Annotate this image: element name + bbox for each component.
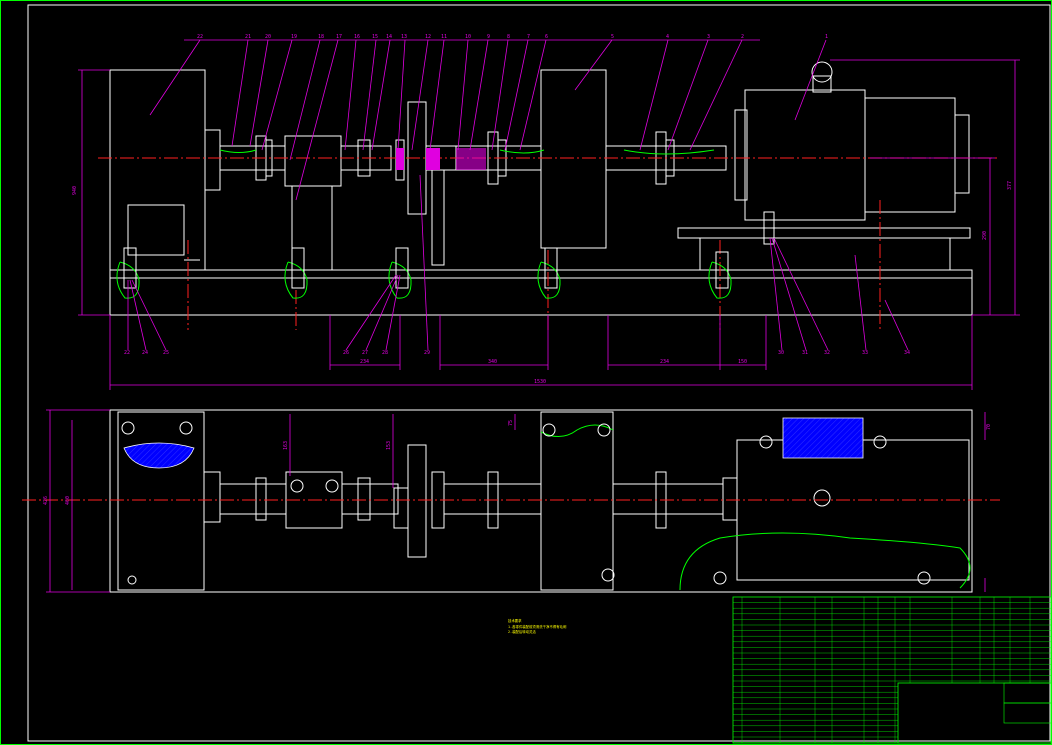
- svg-text:460: 460: [65, 496, 71, 505]
- svg-text:19: 19: [291, 34, 297, 40]
- technical-notes: 技术要求 1.各零件装配前须清洗干净不得有毛刺 2.装配后转动灵活: [508, 618, 567, 634]
- svg-text:153: 153: [386, 441, 392, 450]
- motor: [744, 89, 866, 221]
- svg-text:234: 234: [660, 359, 669, 365]
- svg-text:17: 17: [336, 34, 342, 40]
- svg-text:150: 150: [738, 359, 747, 365]
- svg-text:12: 12: [425, 34, 431, 40]
- parts-list-table: [732, 596, 1052, 744]
- svg-text:426: 426: [43, 496, 49, 505]
- svg-text:1530: 1530: [534, 379, 546, 385]
- svg-text:5: 5: [611, 34, 614, 40]
- svg-text:4: 4: [666, 34, 669, 40]
- leaders-top: [149, 39, 827, 201]
- inner-frame: [27, 4, 1051, 742]
- notes-line-1: 1.各零件装配前须清洗干净不得有毛刺: [508, 624, 567, 629]
- notes-line-2: 2.装配后转动灵活: [508, 629, 536, 634]
- svg-text:24: 24: [142, 350, 148, 356]
- svg-text:20: 20: [265, 34, 271, 40]
- dimension-text-plan: 426 460 163 153 75 70: [43, 420, 992, 505]
- svg-text:9: 9: [487, 34, 490, 40]
- svg-text:28: 28: [382, 350, 388, 356]
- svg-text:21: 21: [245, 34, 251, 40]
- svg-text:3: 3: [707, 34, 710, 40]
- center-housing: [540, 69, 607, 249]
- svg-text:377: 377: [1007, 181, 1013, 190]
- svg-text:14: 14: [386, 34, 392, 40]
- svg-text:18: 18: [318, 34, 324, 40]
- svg-text:290: 290: [982, 231, 988, 240]
- svg-text:234: 234: [360, 359, 369, 365]
- plan-view: [22, 409, 1000, 593]
- svg-text:340: 340: [488, 359, 497, 365]
- svg-text:13: 13: [401, 34, 407, 40]
- elevation-view: [98, 61, 1000, 330]
- bearing-support-left: [284, 135, 342, 187]
- notes-title: 技术要求: [508, 618, 522, 623]
- svg-text:8: 8: [507, 34, 510, 40]
- svg-text:163: 163: [283, 441, 289, 450]
- svg-text:1: 1: [825, 34, 828, 40]
- svg-text:10: 10: [465, 34, 471, 40]
- svg-text:6: 6: [545, 34, 548, 40]
- svg-text:940: 940: [72, 186, 78, 195]
- dimensions-plan: [46, 409, 986, 593]
- title-block: [897, 682, 1052, 744]
- svg-text:30: 30: [778, 350, 784, 356]
- plan-base: [109, 409, 973, 593]
- svg-text:16: 16: [354, 34, 360, 40]
- svg-text:11: 11: [441, 34, 447, 40]
- svg-text:22: 22: [124, 350, 130, 356]
- svg-text:25: 25: [163, 350, 169, 356]
- svg-text:7: 7: [527, 34, 530, 40]
- svg-text:70: 70: [986, 424, 992, 430]
- balloons-top: 22 21 20 19 18 17 16 15 14 13 12 11 10 9…: [197, 34, 828, 40]
- svg-text:32: 32: [824, 350, 830, 356]
- left-housing: [109, 69, 206, 271]
- svg-text:26: 26: [343, 350, 349, 356]
- dimension-text-elevation: 940 377 290 1530 234 340 234 150 22 24 2…: [72, 181, 1013, 385]
- svg-text:2: 2: [741, 34, 744, 40]
- svg-text:75: 75: [508, 420, 514, 426]
- svg-text:22: 22: [197, 34, 203, 40]
- svg-text:27: 27: [362, 350, 368, 356]
- svg-text:34: 34: [904, 350, 910, 356]
- dimensions-elevation: [78, 59, 1020, 390]
- svg-text:31: 31: [802, 350, 808, 356]
- svg-text:15: 15: [372, 34, 378, 40]
- svg-text:33: 33: [862, 350, 868, 356]
- base-plate: [109, 269, 973, 316]
- svg-text:29: 29: [424, 350, 430, 356]
